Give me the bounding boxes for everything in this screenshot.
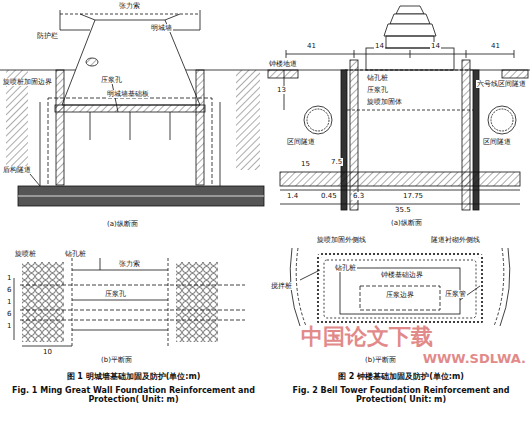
drawing-label: 1 — [6, 298, 12, 306]
drawing-label: 压浆孔 — [100, 76, 123, 84]
drawing-label: 钻孔桩 — [334, 264, 357, 272]
drawing-label: 41 — [490, 42, 501, 50]
drawing-label: 1 — [6, 274, 12, 282]
drawing-label: 14 — [374, 42, 385, 50]
wall-plan — [14, 258, 245, 348]
drawing-label: (b)平断面 — [364, 356, 397, 364]
drawing-label: 6 — [6, 286, 12, 294]
wall-section — [0, 10, 265, 206]
drawing-label: 明城墙基础板 — [106, 90, 150, 98]
drawing-label: 搅拌桩 — [270, 282, 293, 290]
figure-caption: Fig. 1 Ming Great Wall Foundation Reinfo… — [10, 386, 257, 404]
drawing-label: 10 — [42, 348, 53, 356]
watermark: WWW.SDLWA. — [422, 352, 527, 367]
drawing-label: 旋喷加固外侧线 — [316, 236, 367, 244]
drawing-label: 17.75 — [402, 192, 424, 200]
drawing-label: 7.5 — [330, 158, 343, 166]
drawing-label: (b)平断面 — [100, 356, 133, 364]
drawing-label: 压浆管 — [444, 290, 467, 298]
drawing-label: 1 — [6, 322, 12, 330]
drawing-label: 旋喷加固体 — [366, 98, 403, 106]
drawing-label: 钻孔桩 — [366, 74, 389, 82]
drawing-label: 钻孔桩 — [64, 250, 87, 258]
drawing-label: (a)纵断面 — [106, 220, 139, 228]
drawing-label: 41 — [306, 42, 317, 50]
drawing-label: 压浆孔 — [366, 86, 389, 94]
drawing-label: 15 — [300, 160, 311, 168]
drawing-label: 1.4 — [286, 192, 299, 200]
drawing-label: 旋喷桩 — [14, 250, 37, 258]
drawing-label: 区间隧道 — [286, 138, 316, 146]
drawing-label: (a)纵断面 — [390, 219, 423, 227]
drawing-label: 六号线区间隧道 — [476, 80, 527, 88]
drawing-label: 区间隧道 — [482, 138, 512, 146]
figure-caption: Fig. 2 Bell Tower Foundation Reinforceme… — [275, 386, 527, 404]
drawing-label: 14 — [430, 42, 441, 50]
drawing-label: 0.45 — [320, 192, 338, 200]
drawing-label: 盾构隧道 — [2, 166, 32, 174]
drawing-label: 钟楼地道 — [268, 60, 298, 68]
drawing-label: 压浆孔 — [104, 290, 127, 298]
watermark: 中国论文下载 — [300, 324, 434, 349]
drawing-label: 张力索 — [118, 2, 141, 10]
drawing-label: 13 — [276, 86, 287, 94]
drawing-label: 张力索 — [118, 260, 141, 268]
drawing-label: 防护栏 — [36, 32, 59, 40]
tower-section — [265, 6, 530, 210]
figure-caption: 图 1 明城墙基础加固及防护(单位:m) — [10, 372, 257, 381]
drawing-label: 明城墙 — [150, 24, 173, 32]
drawing-label: 隧道衬砌外侧线 — [430, 236, 481, 244]
tower-plan — [290, 248, 510, 326]
drawing-label: 6.3 — [352, 192, 365, 200]
figure-caption: 图 2 钟楼基础加固及防护(单位:m) — [275, 372, 527, 381]
drawing-label: 压浆边界 — [385, 291, 415, 299]
drawing-label: 35.5 — [394, 206, 412, 214]
drawing-label: 6 — [6, 310, 12, 318]
drawing-label: 旋喷桩加固边界 — [2, 78, 53, 86]
drawing-label: 钟楼基础边界 — [380, 271, 424, 279]
